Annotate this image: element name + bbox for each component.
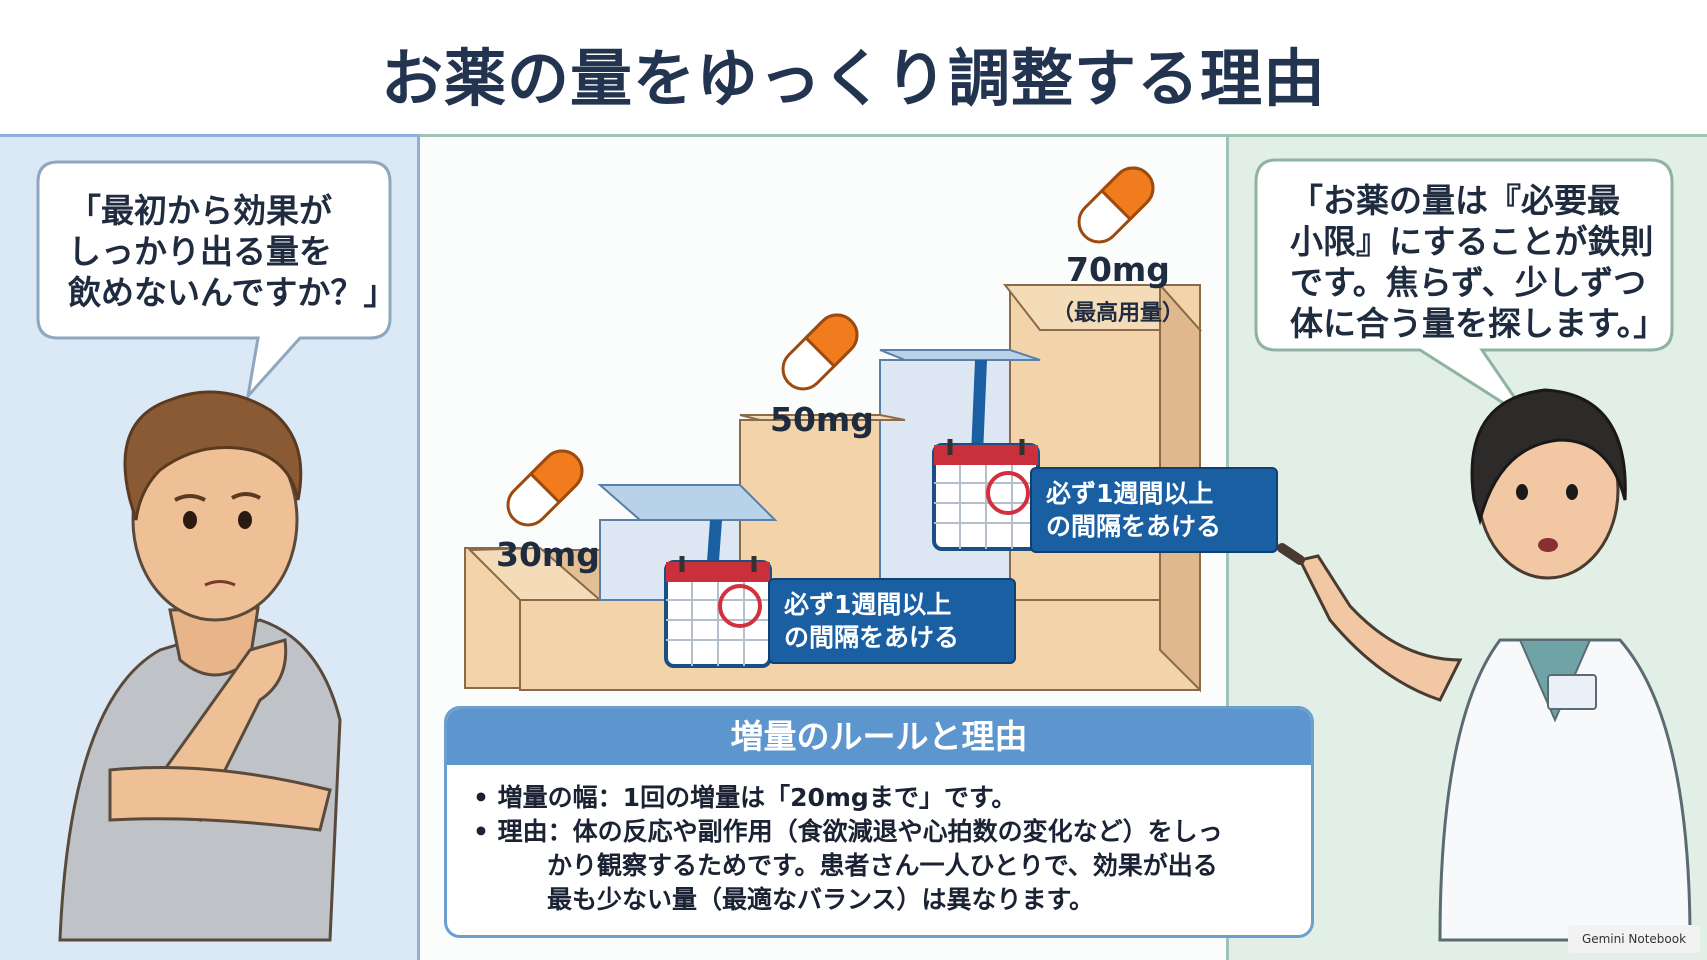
pharmacist-speech-text: 「お薬の量は『必要最 小限』にすることが鉄則 です。焦らず、少しずつ 体に合う量… [1290,181,1667,343]
rule-increment: • 増量の幅：1回の増量は「20mgまで」です。 [473,783,1017,812]
page-title: お薬の量をゆっくり調整する理由 [380,42,1326,115]
calendar-icon [664,556,772,668]
pharmacist-figure [1277,388,1692,942]
rule-reason: • 理由：体の反応や副作用（食欲減退や心拍数の変化など）をしっ [473,817,1223,846]
rules-box: 増量のルールと理由 • 増量の幅：1回の増量は「20mgまで」です。 • 理由：… [444,706,1314,938]
pharmacist-speech-bubble [1254,158,1674,422]
patient-speech-bubble [36,160,392,401]
rule-reason-cont: かり観察するためです。患者さん一人ひとりで、効果が出る [547,851,1218,880]
interval-note: 必ず1週間以上 の間隔をあける [1030,467,1278,553]
rules-header: 増量のルールと理由 [447,709,1311,765]
dose-label-70: 70mg [1066,250,1170,289]
dose-label-50: 50mg [770,400,874,439]
interval-note: 必ず1週間以上 の間隔をあける [768,578,1016,664]
patient-figure [58,390,342,942]
capsule-icon [506,449,584,527]
watermark: Gemini Notebook [1568,925,1700,953]
patient-speech-text: 「最初から効果が しっかり出る量を 飲めないんですか？」 [68,191,397,312]
dose-label-30: 30mg [496,535,600,574]
capsule-icon [781,313,859,391]
rule-reason-cont: 最も少ない量（最適なバランス）は異なります。 [547,885,1095,914]
calendar-icon [932,439,1040,551]
capsule-icon [1077,166,1155,244]
max-dose-note: （最高用量） [1052,301,1185,326]
